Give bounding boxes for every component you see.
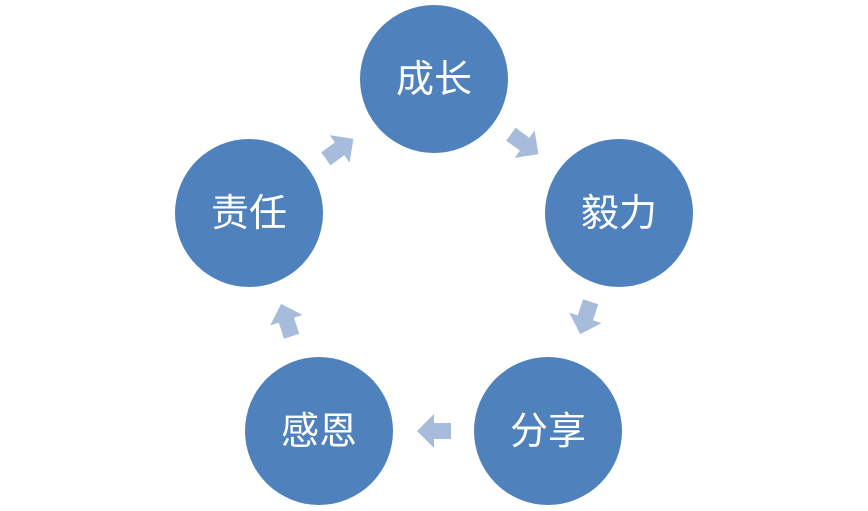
arrow-responsibility-to-growth (321, 135, 354, 166)
node-responsibility-label: 责任 (211, 191, 287, 235)
arrow-growth-to-perseverance (506, 127, 539, 158)
node-gratitude: 感恩 (245, 357, 393, 505)
arrow-perseverance-to-sharing (569, 299, 602, 335)
node-sharing-label: 分享 (510, 409, 586, 453)
node-sharing: 分享 (474, 357, 622, 505)
node-perseverance-label: 毅力 (581, 191, 657, 235)
node-growth-label: 成长 (396, 57, 472, 101)
arrow-gratitude-to-responsibility (270, 303, 303, 339)
node-perseverance: 毅力 (545, 139, 693, 287)
arrows (270, 127, 602, 448)
node-growth: 成长 (360, 5, 508, 153)
node-gratitude-label: 感恩 (281, 409, 357, 453)
arrow-sharing-to-gratitude (417, 414, 451, 448)
node-responsibility: 责任 (175, 139, 323, 287)
